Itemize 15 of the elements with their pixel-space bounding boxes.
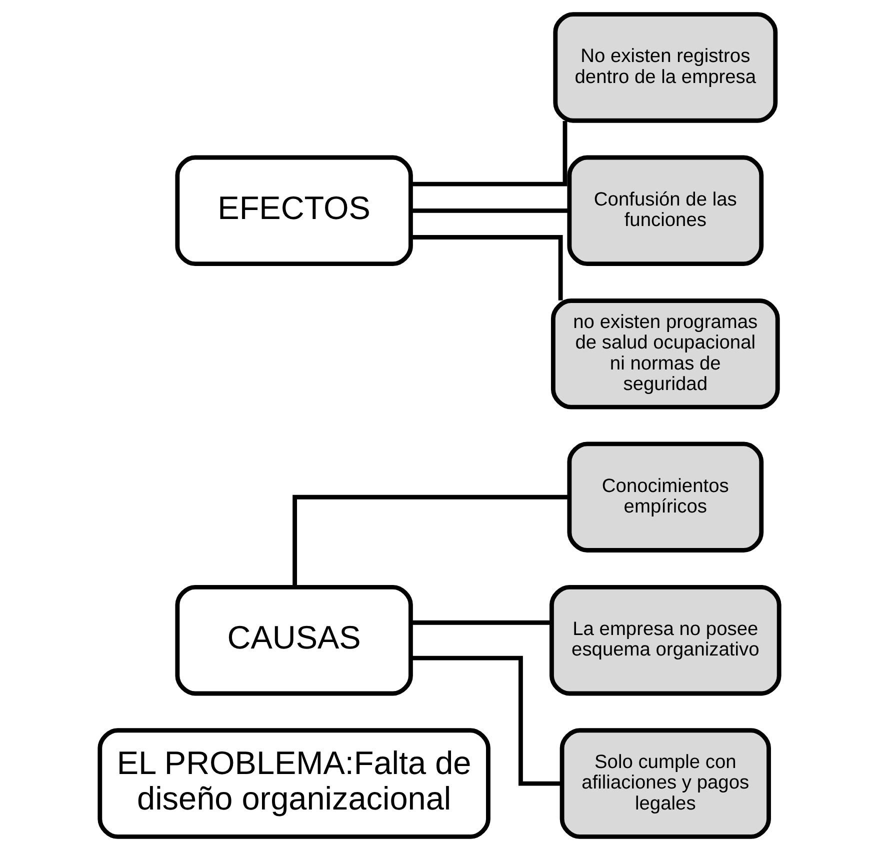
node-box: La empresa no posee esquema organizativo [550,584,782,696]
node-box: Conocimientos empíricos [567,442,764,552]
connector [411,620,552,625]
connector [292,494,569,587]
connector [411,208,569,213]
node-box: CAUSAS [175,584,413,696]
connector [411,656,562,786]
node-box: EL PROBLEMA:Falta de diseño organizacional [98,728,490,839]
connector [410,235,563,300]
node-box: EFECTOS [175,155,413,266]
connector [410,121,568,186]
node-box: Solo cumple con afiliaciones y pagos legales [560,728,771,839]
node-box: no existen programas de salud ocupacional ni normas de seguridad [550,298,780,410]
node-box: No existen registros dentro de la empresa [553,12,778,123]
node-box: Confusión de las funciones [567,155,764,266]
